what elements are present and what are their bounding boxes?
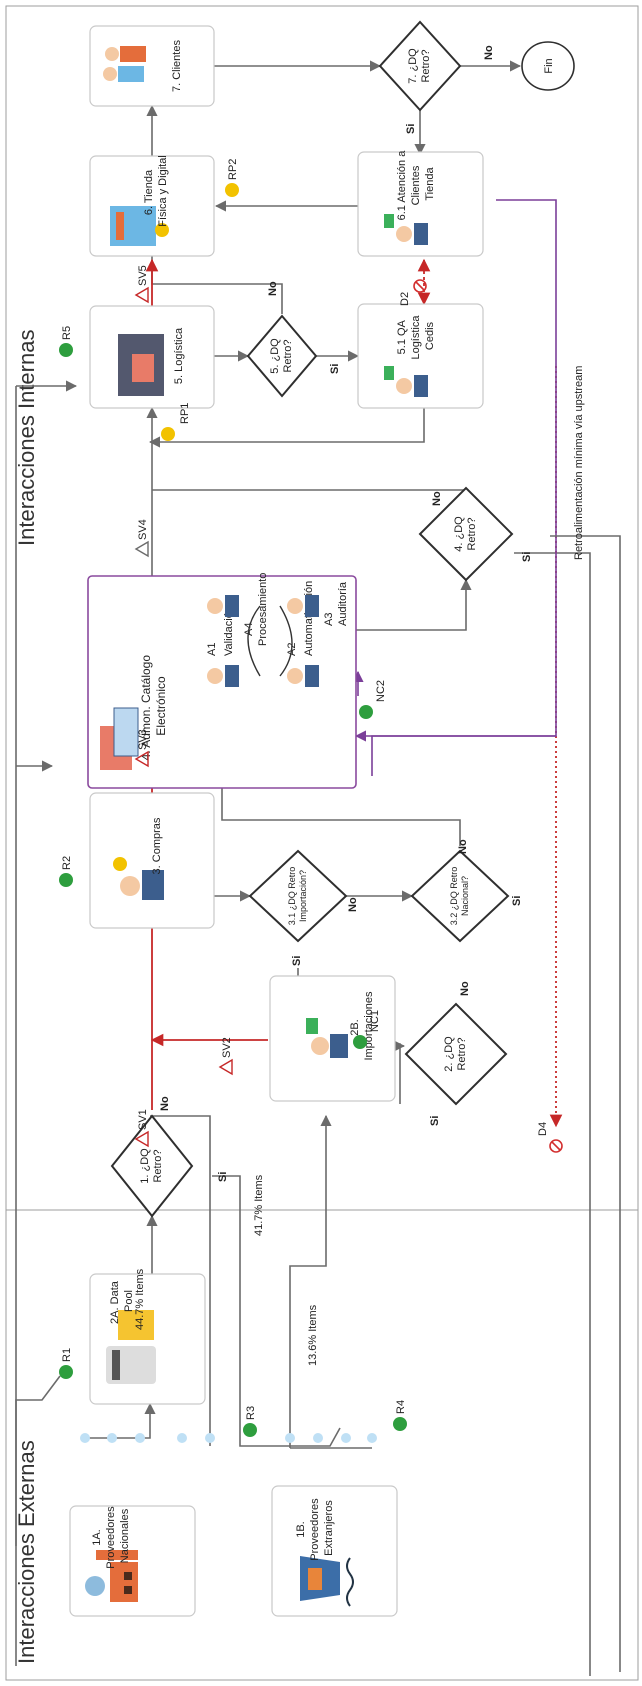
pct-41-label: 41.7% Items [253, 1174, 265, 1236]
d5-label: 5. ¿DQRetro? [269, 338, 294, 374]
d31-no-label: No [347, 897, 359, 912]
d4-no-label: No [431, 491, 443, 506]
pct-44-label: 44.7% Items [134, 1268, 146, 1330]
d1-label: 1. ¿DQRetro? [139, 1148, 164, 1184]
node-7-label: 7. Clientes [171, 40, 183, 92]
a2-name: Automatización [303, 581, 315, 656]
d2-no-label: No [459, 981, 471, 996]
badge-r5-text: R5 [61, 326, 73, 340]
node-proveedores-nacionales[interactable]: 1A. Proveedores Nacionales [70, 1503, 195, 1616]
node-qa-logistica[interactable]: 5.1 QA Logística Cedis [358, 304, 483, 408]
d4-si-label: Si [521, 552, 533, 562]
a1-label: A1 [206, 643, 218, 656]
node-clientes[interactable]: 7. Clientes [90, 26, 214, 106]
node-catalogo[interactable]: 4. Admon. Catálogo Electrónico A1 Valida… [88, 573, 356, 788]
pct-13-label: 13.6% Items [307, 1304, 319, 1366]
badge-rp2-text: RP2 [227, 159, 239, 180]
badge-rp2: RP2 [225, 159, 239, 197]
warehouse-truck-icon [118, 334, 164, 396]
retro-label: Retroalimentación mínima vía upstream [573, 366, 585, 560]
badge-d4-text: D4 [537, 1122, 549, 1136]
badge-nc2-text: NC2 [375, 680, 387, 702]
badge-r1-text: R1 [61, 1348, 73, 1362]
node-logistica[interactable]: 5. Logística [90, 306, 214, 408]
d5-si-label: Si [329, 364, 341, 374]
a3-label: A3 [323, 613, 335, 626]
node-importaciones[interactable]: 2B. Importaciones [270, 976, 395, 1101]
d4-label: 4. ¿DQRetro? [453, 516, 478, 552]
external-section-title: Interacciones Externas [14, 1440, 39, 1664]
node-proveedores-extranjeros[interactable]: 1B. Proveedores Extranjeros [272, 1486, 397, 1616]
d7-no-label: No [483, 45, 495, 60]
node-atencion-clientes[interactable]: 6.1 Atención a Clientes Tienda [358, 148, 483, 256]
d1-si-label: Si [217, 1172, 229, 1182]
d32-no-label: No [457, 839, 469, 854]
end-node-fin[interactable]: Fin [522, 42, 574, 90]
badge-r3-text: R3 [245, 1406, 257, 1420]
node-5-label: 5. Logística [173, 327, 185, 384]
d32-si-label: Si [511, 896, 523, 906]
d5-no-label: No [267, 281, 279, 296]
d7-label: 7. ¿DQRetro? [407, 48, 432, 84]
d2-si-label: Si [429, 1116, 441, 1126]
d1-no-label: No [159, 1096, 171, 1111]
a4-name: Procesamiento [257, 573, 269, 646]
badge-sv3-text: SV3 [137, 729, 149, 750]
node-compras[interactable]: 3. Compras [90, 793, 214, 928]
badge-d2-text: D2 [399, 292, 411, 306]
d2-label: 2. ¿DQRetro? [443, 1036, 468, 1072]
badge-nc1-text: NC1 [369, 1010, 381, 1032]
badge-sv4-text: SV4 [137, 519, 149, 540]
a3-name: Auditoría [337, 581, 349, 626]
badge-sv1-text: SV1 [137, 1109, 149, 1130]
node-tienda[interactable]: 6. Tienda Física y Digital [90, 155, 214, 256]
badge-sv5-text: SV5 [137, 265, 149, 286]
node-data-pool[interactable]: 2A. Data Pool [90, 1274, 205, 1404]
badge-sv2-text: SV2 [221, 1037, 233, 1058]
internal-section-title: Interacciones Internas [14, 330, 39, 546]
node-3-label: 3. Compras [151, 817, 163, 874]
d7-si-label: Si [405, 124, 417, 134]
badge-r2-text: R2 [61, 856, 73, 870]
badge-rp1-text: RP1 [179, 403, 191, 424]
d31-label: 3.1 ¿DQ RetroImportación? [287, 867, 308, 926]
badge-r4-text: R4 [395, 1400, 407, 1414]
d31-si-label: Si [291, 956, 303, 966]
fin-label: Fin [543, 58, 555, 73]
